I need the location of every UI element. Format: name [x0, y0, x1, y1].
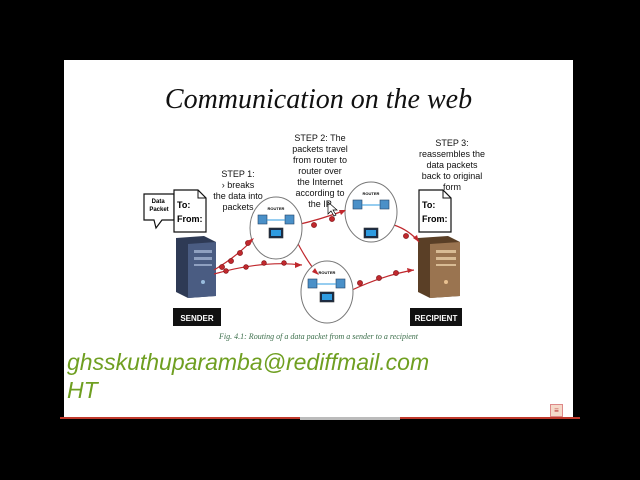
router-1: ROUTER	[249, 196, 303, 260]
svg-text:ROUTER: ROUTER	[363, 191, 380, 196]
sender-label-box	[173, 308, 221, 326]
bubble-label: Data Packet	[149, 199, 168, 213]
step-1-text: STEP 1: › breaks the data into packets	[213, 169, 263, 212]
watermark-text: ghsskuthuparamba@rediffmail.com HT	[67, 349, 430, 403]
recipient-label-box	[410, 308, 462, 326]
svg-text:To: From:: To: From:	[177, 200, 203, 224]
recipient-computer-icon	[418, 236, 460, 298]
scroll-indicator[interactable]	[300, 417, 400, 420]
svg-text:ROUTER: ROUTER	[268, 206, 285, 211]
figure-caption: Fig. 4.1: Routing of a data packet from …	[219, 332, 418, 341]
packet-dots	[219, 216, 409, 286]
mouse-cursor-icon	[327, 201, 338, 217]
svg-text:ROUTER: ROUTER	[319, 270, 336, 275]
router-3: ROUTER	[300, 260, 354, 324]
data-packet-bubble: Data Packet	[143, 193, 175, 230]
document-icon[interactable]: ≡	[550, 404, 563, 417]
step-3-text: STEP 3: reassembles the data packets bac…	[418, 138, 486, 192]
slide: Communication on the web Data Packet To:…	[64, 60, 573, 417]
step-2-text: STEP 2: The packets travel from router t…	[292, 133, 348, 209]
sender-label: SENDER	[180, 314, 214, 323]
router-2: ROUTER	[344, 181, 398, 243]
arrow-heads	[247, 210, 419, 275]
sender-document: To: From:	[173, 189, 207, 233]
sender-computer-icon	[176, 236, 216, 298]
slide-title: Communication on the web	[164, 84, 473, 115]
recipient-label: RECIPIENT	[415, 314, 458, 323]
svg-text:To: From:: To: From:	[422, 200, 448, 224]
recipient-document: To: From:	[418, 189, 452, 233]
routing-diagram: Data Packet To: From: SENDER	[143, 181, 462, 326]
